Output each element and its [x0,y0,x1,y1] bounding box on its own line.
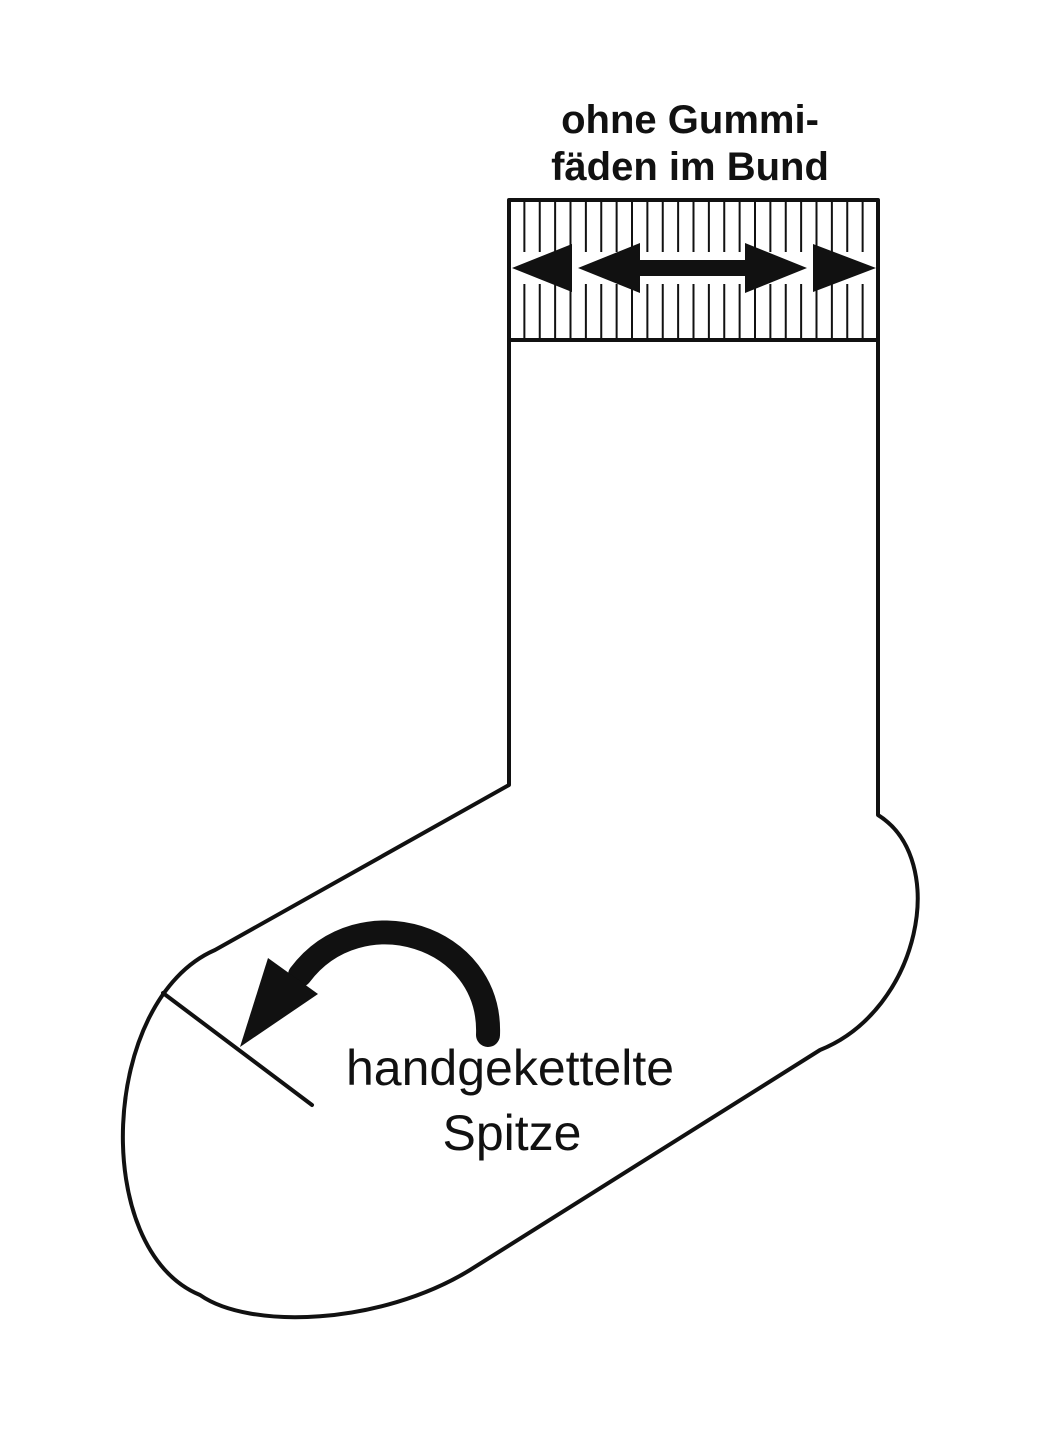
cuff-label-line1: ohne Gummi- [561,98,819,142]
toe-seam-line [161,991,314,1107]
cuff-label-line2: fäden im Bund [551,145,829,189]
double-arrow-horizontal-icon [512,243,876,293]
toe-label-line2: Spitze [443,1105,582,1161]
sock-outline [120,338,920,1320]
toe-label-line1: handgekettelte [346,1040,674,1096]
curved-arrow-icon [240,920,501,1047]
